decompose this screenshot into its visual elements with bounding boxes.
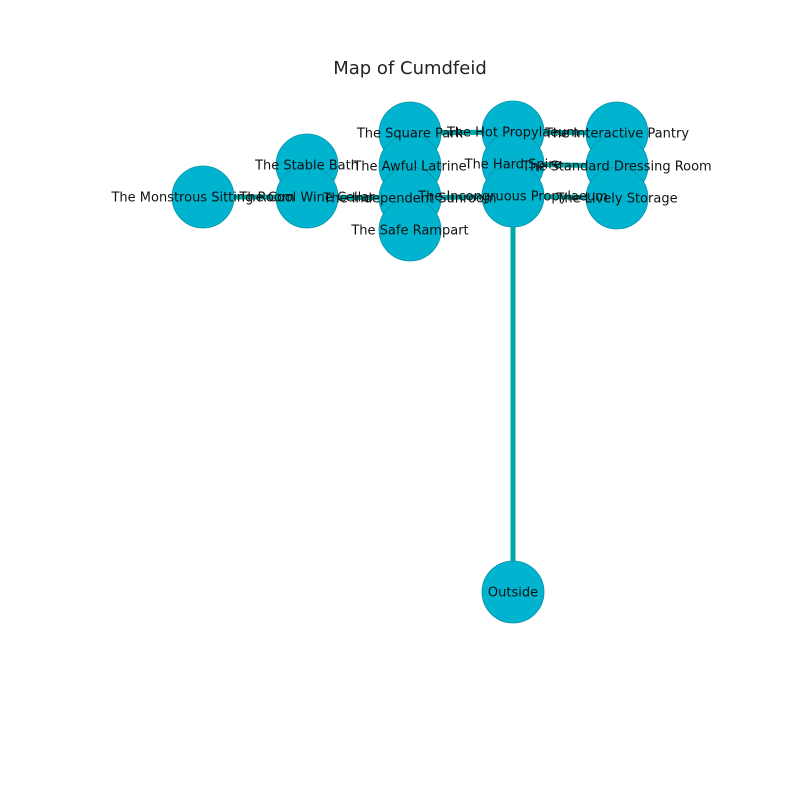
node-label-stable: The Stable Bath	[254, 159, 359, 174]
node-label-independent: The Independent Sunroom	[322, 192, 496, 207]
labels-layer: The Monstrous Sitting Room The Stable Bat…	[110, 126, 711, 601]
node-label-standard: The Standard Dressing Room	[521, 160, 711, 175]
node-monstrous	[171, 165, 235, 229]
node-label-outside: Outside	[488, 586, 538, 601]
nodes-layer	[171, 100, 649, 624]
node-label-awful: The Awful Latrine	[352, 160, 466, 175]
node-incongruous	[481, 164, 545, 228]
node-safe	[378, 198, 442, 262]
node-label-monstrous: The Monstrous Sitting Room	[110, 191, 294, 206]
node-label-interactive: The Interactive Pantry	[544, 127, 689, 142]
node-lively	[585, 166, 649, 230]
node-label-lively: The Lively Storage	[555, 192, 677, 207]
node-outside	[481, 560, 545, 624]
node-label-safe: The Safe Rampart	[350, 224, 468, 239]
node-label-square: The Square Park	[356, 127, 464, 142]
node-label-cool: The Cool Wine Cellar	[238, 191, 375, 206]
node-cool	[275, 165, 339, 229]
node-label-hard: The Hard Spire	[464, 158, 562, 173]
node-label-hot: The Hot Propylaeum	[446, 126, 579, 141]
map-title: Map of Cumdfeid	[333, 58, 487, 79]
node-label-incongruous: The Incongruous Propylaeum	[417, 190, 608, 205]
